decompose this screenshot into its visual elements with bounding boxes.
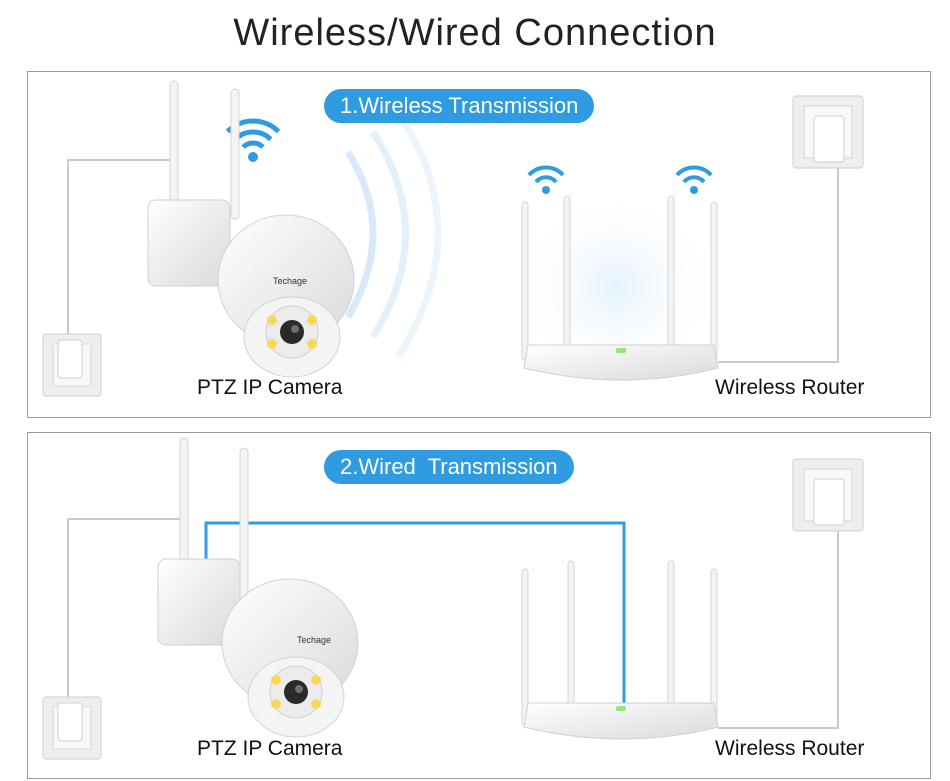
camera-brand: Techage (297, 635, 331, 645)
wireless-scene: Techage (28, 72, 930, 417)
wall-outlet-icon (793, 96, 863, 168)
wifi-icon (529, 167, 563, 194)
wired-scene: Techage (28, 433, 930, 778)
router-power-cable (718, 162, 838, 362)
page-title: Wireless/Wired Connection (0, 12, 950, 55)
wall-outlet-icon (793, 459, 863, 531)
router-icon (522, 561, 718, 739)
ptz-camera-icon: Techage (158, 438, 358, 737)
wired-panel: Techage 2.Wired Transmission PTZ IP Came… (27, 432, 931, 779)
router-label: Wireless Router (715, 737, 864, 761)
wireless-signal-waves (348, 112, 438, 357)
wifi-icon (677, 167, 711, 194)
badge-wired-transmission: 2.Wired Transmission (324, 450, 574, 484)
camera-label: PTZ IP Camera (197, 376, 342, 400)
wall-outlet-icon (43, 697, 101, 759)
ptz-camera-icon: Techage (148, 81, 354, 377)
wall-outlet-icon (43, 334, 101, 396)
badge-wireless-transmission: 1.Wireless Transmission (324, 89, 594, 123)
wireless-panel: Techage (27, 71, 931, 418)
router-power-cable (718, 529, 838, 728)
camera-label: PTZ IP Camera (197, 737, 342, 761)
camera-brand: Techage (273, 276, 307, 286)
router-label: Wireless Router (715, 376, 864, 400)
